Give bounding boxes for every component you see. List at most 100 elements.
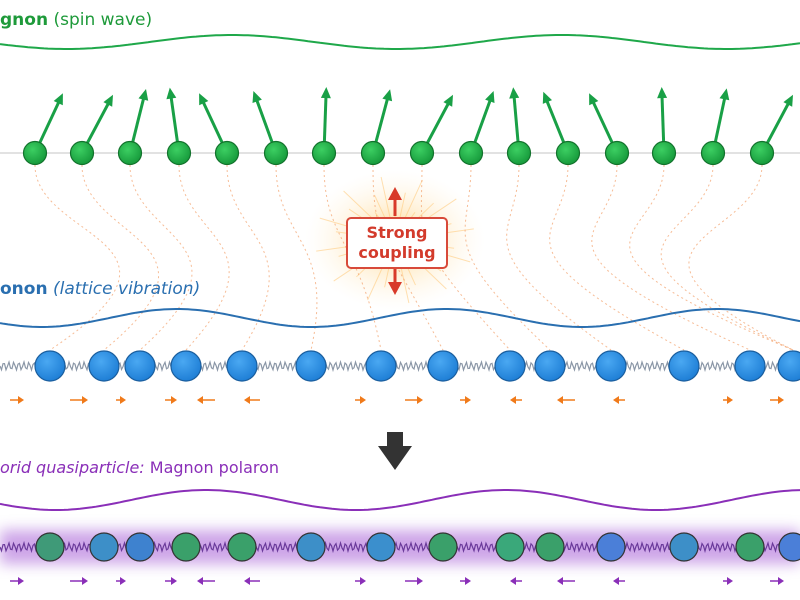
spin-arrow-head-icon: [382, 89, 393, 102]
phonon-atom: [534, 350, 566, 382]
spin-site: [214, 140, 240, 166]
phonon-atom: [226, 350, 258, 382]
spin-site: [409, 140, 435, 166]
spin-site: [117, 140, 143, 166]
displacement-arrow-head-icon: [613, 396, 619, 404]
coupling-dotted-line: [629, 164, 794, 351]
spin-arrow-head-icon: [138, 89, 149, 101]
coupling-dotted-line: [464, 164, 551, 351]
hybrid-atom: [596, 532, 626, 562]
coupling-label-line2: coupling: [358, 243, 436, 262]
spin-site: [360, 140, 386, 166]
hybrid-atom: [89, 532, 119, 562]
displacement-arrow-head-icon: [510, 577, 516, 585]
coupling-dotted-line: [275, 164, 318, 351]
hybrid-atom: [669, 532, 699, 562]
displacement-arrow-head-icon: [120, 396, 126, 404]
spin-arrow-head-icon: [485, 91, 495, 103]
hybrid-atom: [735, 532, 765, 562]
spin-arrow-head-icon: [443, 94, 453, 107]
spin-arrow-head-icon: [320, 87, 331, 99]
spin-arrow-head-icon: [252, 91, 262, 103]
displacement-arrow-head-icon: [244, 396, 250, 404]
phonon-atom: [88, 350, 120, 382]
displacement-arrow-head-icon: [82, 396, 88, 404]
magnon-title-rest: (spin wave): [48, 10, 153, 30]
hybrid-atom: [227, 532, 257, 562]
coupling-label-box: Strong coupling: [346, 217, 448, 269]
spin-site: [22, 140, 48, 166]
displacement-arrow-head-icon: [613, 577, 619, 585]
spin-site: [604, 140, 630, 166]
hybrid-title: orid quasiparticle: Magnon polaron: [0, 458, 279, 477]
coupling-label-line1: Strong: [366, 223, 428, 242]
spin-arrow-head-icon: [199, 93, 209, 106]
hybrid-atom: [535, 532, 565, 562]
spin-site: [651, 140, 677, 166]
displacement-arrow-head-icon: [171, 396, 177, 404]
spin-site: [69, 140, 95, 166]
spin-arrow-head-icon: [783, 94, 793, 107]
coupling-dotted-line: [81, 164, 159, 351]
hybrid-title-lead: orid quasiparticle:: [0, 458, 145, 477]
coupling-dotted-line: [226, 164, 270, 351]
displacement-arrow-head-icon: [465, 577, 471, 585]
phonon-atom: [170, 350, 202, 382]
spin-site: [506, 140, 532, 166]
phonon-atom: [427, 350, 459, 382]
spin-arrow-head-icon: [589, 93, 599, 106]
phonon-atom: [124, 350, 156, 382]
phonon-atom: [595, 350, 627, 382]
displacement-arrow-head-icon: [778, 577, 784, 585]
spin-site: [555, 140, 581, 166]
hybrid-atom: [171, 532, 201, 562]
coupling-dotted-line: [591, 164, 751, 351]
phonon-title: onon (lattice vibration): [0, 279, 200, 299]
hybrid-atom: [495, 532, 525, 562]
phonon-atom: [365, 350, 397, 382]
displacement-arrow-head-icon: [197, 577, 203, 585]
spin-arrow-head-icon: [509, 87, 520, 99]
hybrid-atom: [366, 532, 396, 562]
displacement-arrow-head-icon: [244, 577, 250, 585]
phonon-atom: [777, 350, 800, 382]
phonon-atom: [34, 350, 66, 382]
displacement-arrow-head-icon: [197, 396, 203, 404]
hybrid-atom: [428, 532, 458, 562]
displacement-arrow-head-icon: [557, 577, 563, 585]
spin-site: [166, 140, 192, 166]
hybrid-atom: [125, 532, 155, 562]
displacement-arrow-head-icon: [465, 396, 471, 404]
coupling-dotted-line: [660, 164, 794, 351]
displacement-arrow-head-icon: [360, 396, 366, 404]
spin-arrow-head-icon: [719, 88, 730, 101]
displacement-arrow-head-icon: [417, 577, 423, 585]
displacement-arrow-head-icon: [727, 577, 733, 585]
phonon-atom: [734, 350, 766, 382]
spin-chain: [22, 87, 793, 166]
spin-site: [749, 140, 775, 166]
phonon-atom: [494, 350, 526, 382]
displacement-arrow-head-icon: [727, 396, 733, 404]
magnon-title: gnon (spin wave): [0, 10, 152, 30]
hybrid-atom: [35, 532, 65, 562]
displacement-arrow-head-icon: [510, 396, 516, 404]
coupling-double-arrow-icon: [388, 187, 402, 295]
hybrid-atom: [778, 532, 800, 562]
spin-arrow-head-icon: [657, 87, 668, 99]
hybrid-atoms: [35, 532, 800, 562]
displacement-arrow-head-icon: [778, 396, 784, 404]
coupling-dotted-line: [129, 164, 193, 351]
displacement-arrow-head-icon: [18, 577, 24, 585]
spin-arrow-head-icon: [103, 94, 113, 107]
spin-arrow-head-icon: [166, 87, 177, 100]
spin-arrow-head-icon: [53, 93, 63, 106]
phonon-displacement-arrows: [10, 396, 784, 404]
spin-site: [311, 140, 337, 166]
phonon-atom: [295, 350, 327, 382]
coupling-dotted-line: [34, 164, 121, 351]
magnon-wave: [0, 34, 800, 50]
phonon-atom: [668, 350, 700, 382]
coupling-dotted-line: [688, 164, 794, 351]
